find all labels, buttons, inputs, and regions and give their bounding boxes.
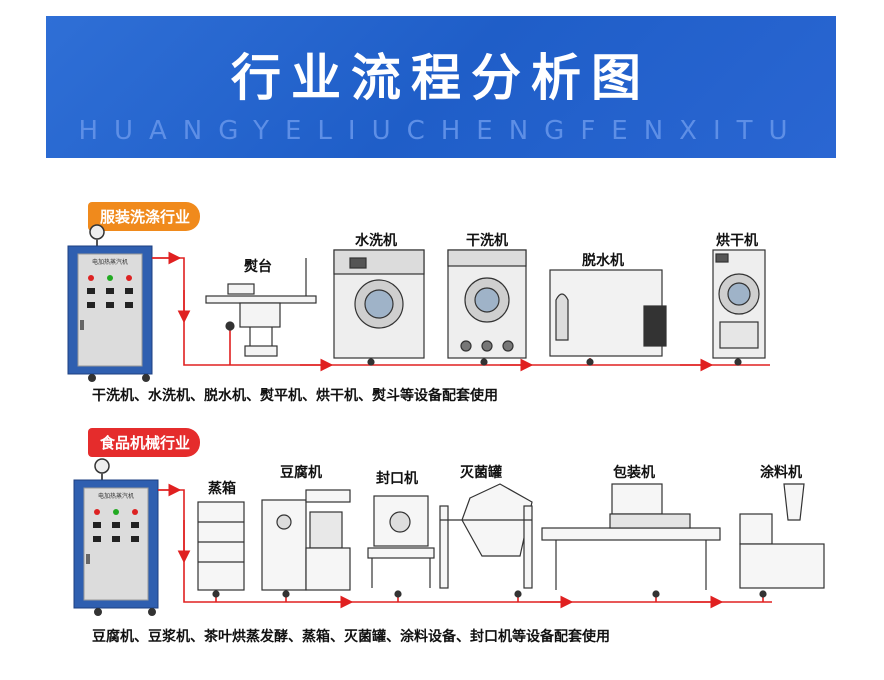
dryer-icon: [712, 249, 766, 366]
machine-label-coater: 涂料机: [760, 465, 802, 481]
steam-boiler-2: 电加热蒸汽机: [73, 458, 159, 616]
machine-label-dryer: 烘干机: [716, 233, 758, 249]
caption-laundry: 干洗机、水洗机、脱水机、熨平机、烘干机、熨斗等设备配套使用: [92, 388, 498, 404]
machine-label-ironing-table: 熨台: [244, 259, 272, 275]
pressure-gauge-icon: [89, 224, 105, 240]
section-tag-food: 食品机械行业: [88, 428, 201, 457]
machine-label-packer: 包装机: [613, 465, 655, 481]
section-tag-laundry: 服装洗涤行业: [88, 202, 201, 231]
extractor-icon: [549, 269, 667, 366]
page-title: 行业流程分析图: [231, 49, 651, 107]
boiler-label-2: 电加热蒸汽机: [98, 492, 134, 500]
packer-icon: [541, 483, 721, 598]
steamer-icon: [197, 501, 245, 598]
steam-boiler-1: 电加热蒸汽机: [67, 224, 153, 382]
machine-label-steamer: 蒸箱: [208, 481, 236, 497]
sterilizer-icon: [439, 483, 533, 598]
machine-label-washer: 水洗机: [355, 233, 397, 249]
coater-icon: [739, 483, 825, 598]
washer-icon: [333, 249, 425, 366]
machine-label-extractor: 脱水机: [582, 253, 624, 269]
header-banner: 行业流程分析图 HUANGYELIUCHENGFENXITU: [46, 16, 836, 158]
machine-label-tofu-machine: 豆腐机: [280, 465, 322, 481]
sealer-icon: [367, 495, 435, 598]
caption-food: 豆腐机、豆浆机、茶叶烘蒸发酵、蒸箱、灭菌罐、涂料设备、封口机等设备配套使用: [92, 629, 610, 645]
ironing-table-icon: [205, 258, 317, 357]
machine-label-dry-cleaner: 干洗机: [466, 233, 508, 249]
dry-cleaner-icon: [447, 249, 527, 366]
boiler-label-1: 电加热蒸汽机: [92, 258, 128, 266]
tofu-machine-icon: [261, 489, 351, 598]
machine-label-sealer: 封口机: [376, 471, 418, 487]
page-subtitle: HUANGYELIUCHENGFENXITU: [78, 116, 804, 146]
machine-label-sterilizer: 灭菌罐: [460, 465, 502, 481]
pressure-gauge-icon: [94, 458, 110, 474]
steam-pipe-2: [158, 483, 772, 609]
